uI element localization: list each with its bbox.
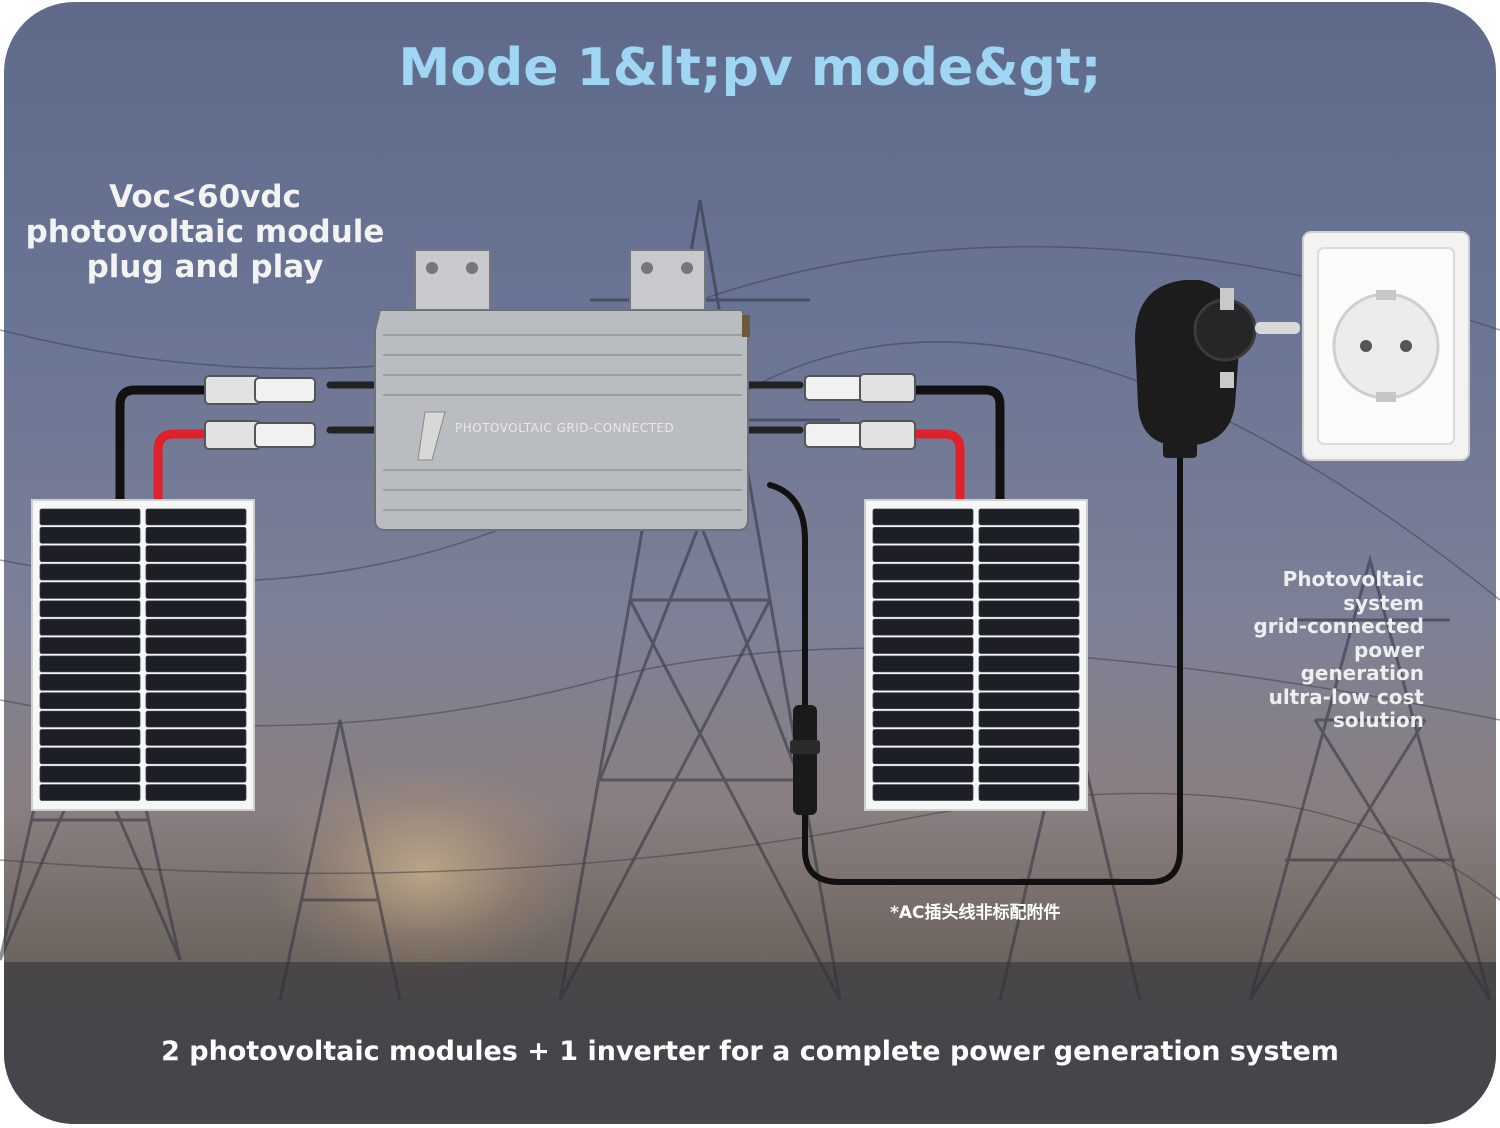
- solar-cell: [145, 582, 247, 599]
- solar-cell: [39, 765, 141, 783]
- solar-cell: [145, 637, 247, 654]
- solar-cell: [39, 582, 141, 599]
- solar-cell: [145, 508, 247, 526]
- solar-cell: [872, 710, 974, 728]
- solar-cell: [39, 545, 141, 563]
- solar-cell: [872, 563, 974, 581]
- solar-cell: [978, 655, 1080, 673]
- solar-cell: [872, 765, 974, 783]
- solar-cell: [39, 710, 141, 728]
- solar-cell: [39, 673, 141, 691]
- solar-cell: [978, 563, 1080, 581]
- solar-cell: [978, 545, 1080, 563]
- solar-cell: [872, 655, 974, 673]
- left-negative-cable: [115, 385, 215, 510]
- solar-cell: [872, 747, 974, 765]
- solar-cell: [39, 729, 141, 746]
- solar-cell: [978, 710, 1080, 728]
- solar-cell: [978, 618, 1080, 636]
- solar-cell: [872, 729, 974, 746]
- solar-cell: [39, 692, 141, 710]
- left-caption-line: photovoltaic module: [25, 214, 385, 250]
- solar-cell: [39, 563, 141, 581]
- solar-cell: [145, 729, 247, 746]
- solar-cell: [145, 747, 247, 765]
- solar-cell: [872, 600, 974, 618]
- right-positive-cable: [905, 429, 965, 510]
- right-caption-line: Photovoltaic: [1282, 567, 1424, 591]
- solar-cell: [39, 784, 141, 801]
- left-caption: Voc<60vdc photovoltaic module plug and p…: [20, 180, 390, 285]
- schuko-plug-icon: [1135, 280, 1300, 458]
- solar-cell: [145, 692, 247, 710]
- solar-cell: [39, 747, 141, 765]
- right-caption-line: grid-connected: [1253, 614, 1424, 638]
- left-caption-line: plug and play: [86, 249, 324, 285]
- inverter-label: PHOTOVOLTAIC GRID-CONNECTED: [455, 421, 674, 435]
- right-caption-line: solution: [1332, 708, 1424, 732]
- solar-cell: [978, 526, 1080, 544]
- mc4-connector-icon: [204, 375, 316, 450]
- solar-cell: [39, 508, 141, 526]
- solar-cell: [872, 784, 974, 801]
- solar-cell: [872, 508, 974, 526]
- summary-caption: 2 photovoltaic modules + 1 inverter for …: [161, 1036, 1339, 1067]
- solar-cell: [978, 747, 1080, 765]
- solar-cell: [145, 600, 247, 618]
- solar-cell: [872, 673, 974, 691]
- solar-cell: [145, 784, 247, 801]
- solar-cell: [145, 765, 247, 783]
- inverter-icon: PHOTOVOLTAIC GRID-CONNECTED: [374, 249, 750, 531]
- solar-cell: [978, 784, 1080, 801]
- right-caption: Photovoltaic system grid-connected power…: [1184, 567, 1424, 733]
- solar-cell: [872, 692, 974, 710]
- solar-cell: [978, 692, 1080, 710]
- solar-cell: [145, 710, 247, 728]
- solar-cell: [39, 526, 141, 544]
- right-caption-line: power: [1354, 637, 1424, 662]
- right-caption-line: ultra-low cost: [1268, 684, 1424, 709]
- solar-cell: [978, 508, 1080, 526]
- solar-panel-icon: [31, 499, 255, 811]
- solar-cell: [978, 673, 1080, 691]
- solar-cell: [978, 582, 1080, 599]
- solar-cell: [872, 545, 974, 563]
- solar-cell: [39, 618, 141, 636]
- left-caption-line: Voc<60vdc: [109, 179, 301, 215]
- ac-output-cable: [767, 437, 1183, 885]
- solar-cell: [978, 765, 1080, 783]
- wall-socket-icon: [1302, 231, 1470, 461]
- solar-cell: [39, 637, 141, 654]
- page-title: Mode 1&lt;pv mode&gt;: [398, 38, 1102, 98]
- right-caption-line: generation: [1300, 661, 1424, 685]
- solar-cell: [39, 600, 141, 618]
- solar-cell: [872, 582, 974, 599]
- solar-cell: [39, 655, 141, 673]
- solar-cell: [872, 637, 974, 654]
- solar-cell: [145, 673, 247, 691]
- solar-cell: [978, 600, 1080, 618]
- solar-cell: [978, 729, 1080, 746]
- solar-cell: [978, 637, 1080, 654]
- solar-cell: [145, 618, 247, 636]
- ac-cable-note: *AC插头线非标配附件: [890, 903, 1061, 923]
- solar-cell: [872, 618, 974, 636]
- solar-cell: [145, 655, 247, 673]
- right-negative-cable: [905, 385, 1005, 510]
- ac-inline-connector: [790, 705, 820, 815]
- solar-cell: [872, 526, 974, 544]
- left-positive-cable: [153, 429, 215, 510]
- solar-panel-icon: [864, 499, 1088, 811]
- solar-cell: [145, 563, 247, 581]
- solar-cell: [145, 526, 247, 544]
- mc4-connector-icon: [804, 373, 916, 450]
- solar-cell: [145, 545, 247, 563]
- right-caption-line: system: [1343, 590, 1424, 615]
- ground-strip: [4, 962, 1496, 1124]
